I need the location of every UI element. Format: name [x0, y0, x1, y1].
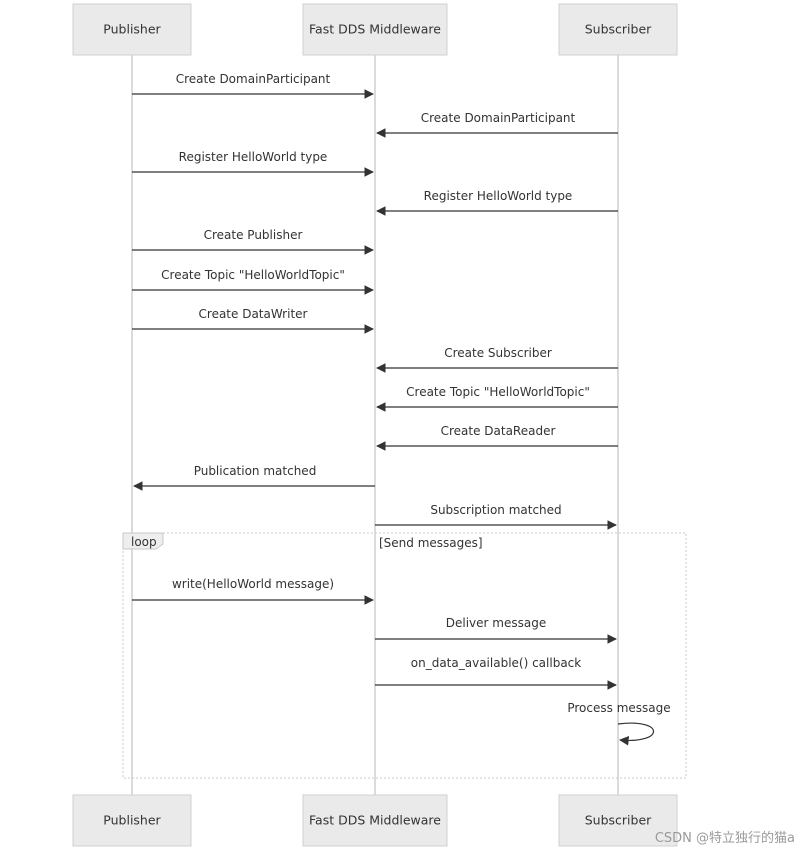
message-label: Create DomainParticipant [421, 111, 576, 125]
watermark: CSDN @特立独行的猫a [654, 831, 795, 846]
message: Create DataWriter [132, 307, 374, 334]
message: Create Topic "HelloWorldTopic" [376, 385, 618, 412]
message: Subscription matched [375, 503, 617, 530]
message-label: Create Subscriber [444, 346, 552, 360]
message-label: Create DomainParticipant [176, 72, 331, 86]
message: on_data_available() callback [375, 656, 617, 690]
self-message: Process message [567, 701, 671, 746]
actor-top-middleware-label: Fast DDS Middleware [309, 22, 441, 37]
message-label: Create DataReader [441, 424, 556, 438]
message-label: write(HelloWorld message) [172, 577, 334, 591]
actor-bottom-middleware-label: Fast DDS Middleware [309, 813, 441, 828]
message: Create DataReader [376, 424, 618, 451]
message: Publication matched [133, 464, 375, 491]
actor-top-publisher: Publisher [72, 3, 192, 56]
message-label: Register HelloWorld type [424, 189, 573, 203]
loop-condition: [Send messages] [379, 536, 483, 550]
actor-bottom-subscriber-label: Subscriber [585, 813, 652, 828]
message-label: Register HelloWorld type [179, 150, 328, 164]
loop-tag-label: loop [131, 535, 157, 549]
message: Create Topic "HelloWorldTopic" [132, 268, 374, 295]
actor-top-middleware: Fast DDS Middleware [302, 3, 448, 56]
message-label: Create Publisher [204, 228, 303, 242]
message: Create Subscriber [376, 346, 618, 373]
loop-tag [122, 532, 164, 550]
message: Create Publisher [132, 228, 374, 255]
self-message-arrow [617, 722, 654, 746]
actor-bottom-subscriber: Subscriber [558, 794, 678, 847]
loop-frame: loop [Send messages] [122, 532, 687, 779]
actor-bottom-publisher: Publisher [72, 794, 192, 847]
message: Create DomainParticipant [376, 111, 618, 138]
message-label: Subscription matched [430, 503, 561, 517]
message: Deliver message [375, 616, 617, 644]
message: Register HelloWorld type [376, 189, 618, 216]
message: Register HelloWorld type [132, 150, 374, 177]
actor-top-subscriber: Subscriber [558, 3, 678, 56]
loop-box [122, 532, 687, 779]
message-label: Create DataWriter [199, 307, 308, 321]
actor-top-subscriber-label: Subscriber [585, 22, 652, 37]
message: Create DomainParticipant [132, 72, 374, 99]
actor-bottom-middleware: Fast DDS Middleware [302, 794, 448, 847]
message: write(HelloWorld message) [132, 577, 374, 605]
actor-top-publisher-label: Publisher [103, 22, 161, 37]
message-label: Create Topic "HelloWorldTopic" [406, 385, 590, 399]
message-label: on_data_available() callback [411, 656, 582, 670]
message-label: Process message [567, 701, 670, 715]
actor-bottom-publisher-label: Publisher [103, 813, 161, 828]
message-label: Deliver message [446, 616, 546, 630]
message-label: Publication matched [194, 464, 317, 478]
message-label: Create Topic "HelloWorldTopic" [161, 268, 345, 282]
